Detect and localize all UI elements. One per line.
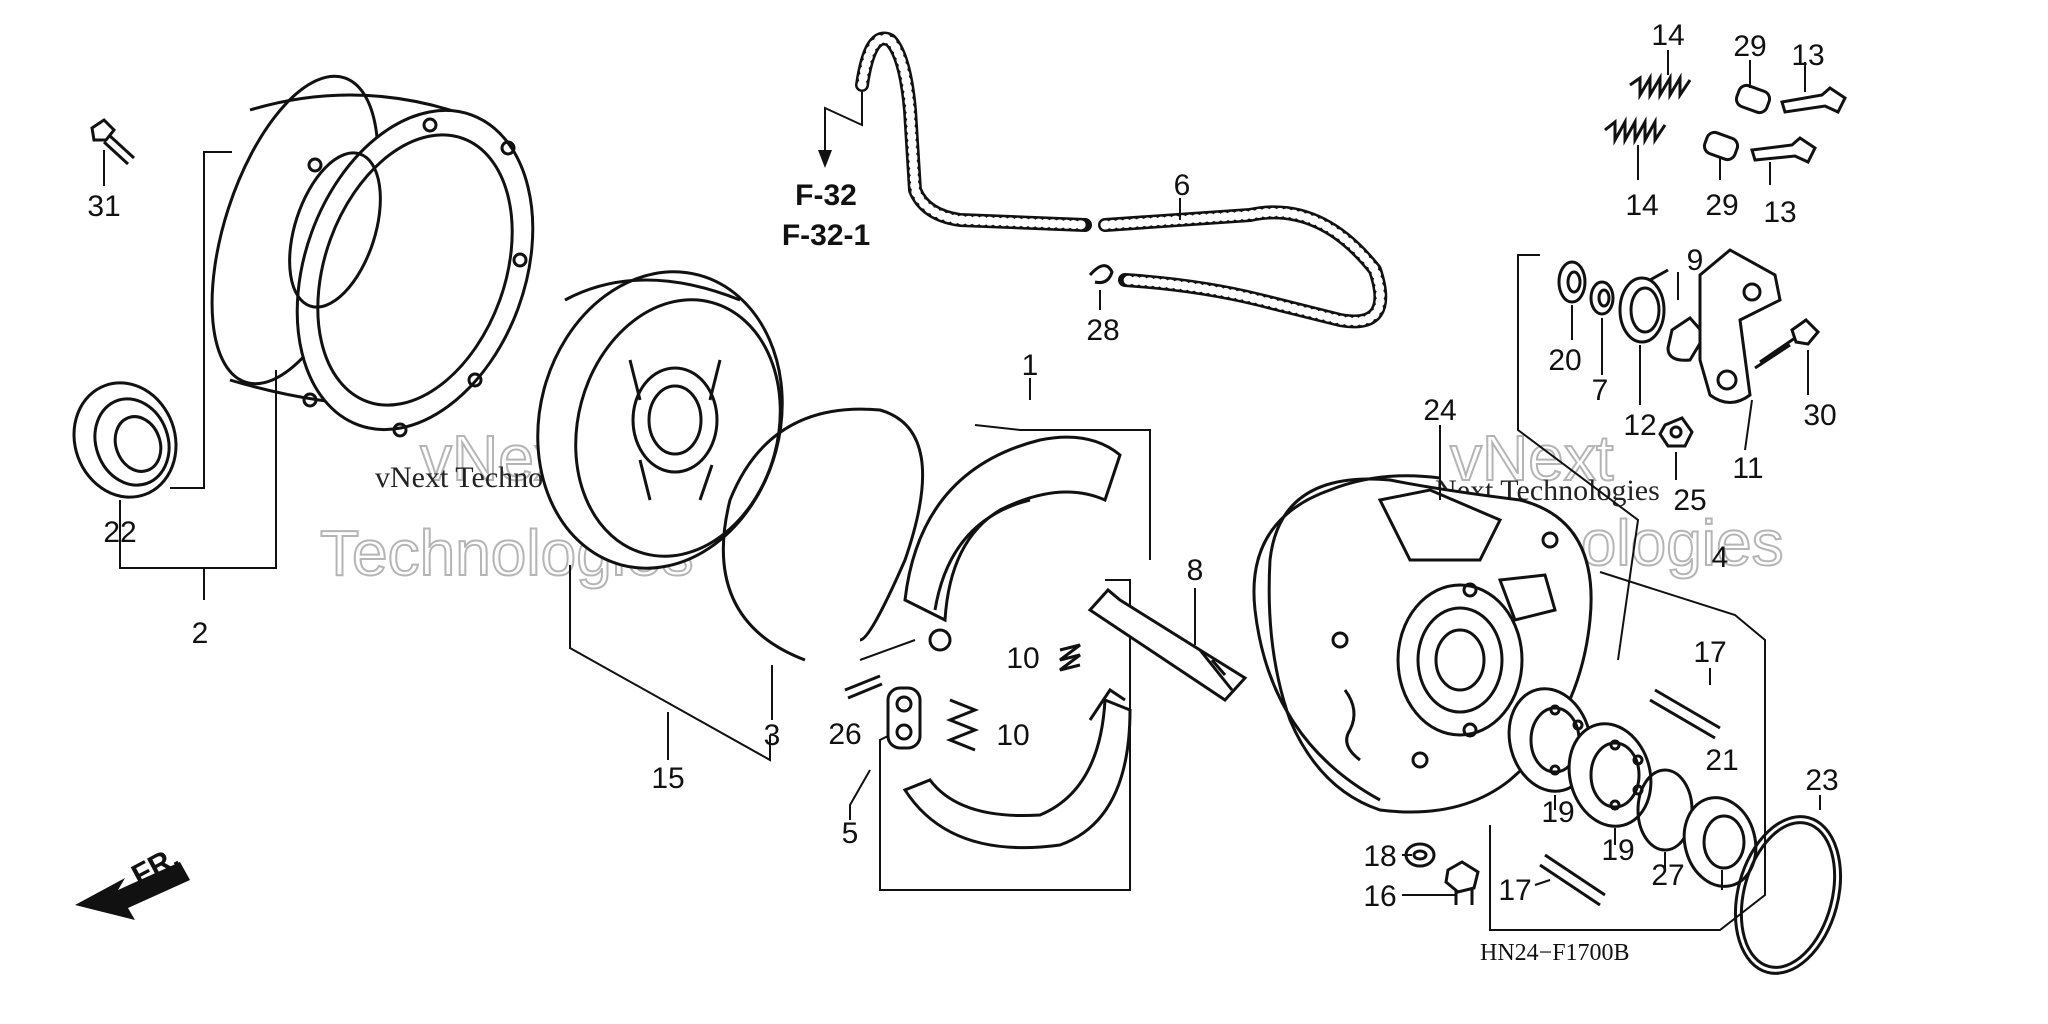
pin-13b	[1750, 136, 1817, 164]
arm-11	[1698, 248, 1782, 404]
bracket-4-top	[1517, 254, 1640, 661]
label-27: 27	[1651, 859, 1684, 892]
cam-shaft-8	[1087, 587, 1248, 702]
washer-18	[1404, 842, 1436, 868]
spring-10a	[1059, 643, 1081, 672]
pin-13a	[1780, 86, 1847, 114]
hose-6	[855, 31, 1388, 329]
leaders-top-right	[1637, 50, 1806, 185]
label-31: 31	[87, 190, 120, 223]
diagram-code: HN24−F1700B	[1480, 940, 1630, 966]
label-14a: 14	[1651, 19, 1684, 52]
collar-29b	[1702, 130, 1740, 162]
brake-shoe-upper-1	[903, 435, 1122, 652]
label-15: 15	[651, 762, 684, 795]
collar-29a	[1734, 83, 1772, 115]
ring-7	[1589, 280, 1615, 316]
label-29a: 29	[1733, 30, 1766, 63]
label-11: 11	[1732, 452, 1763, 485]
bracket-1	[879, 378, 1151, 891]
label-19a: 19	[1541, 796, 1574, 829]
ring-3	[721, 407, 924, 662]
label-3: 3	[764, 719, 781, 752]
bolt-31	[90, 118, 136, 186]
label-10b: 10	[996, 719, 1029, 752]
spring-10b	[945, 698, 980, 752]
label-1: 1	[1022, 349, 1039, 382]
label-13b: 13	[1763, 196, 1796, 229]
label-5: 5	[842, 817, 859, 850]
label-23: 23	[1805, 764, 1838, 797]
washer-20	[1557, 260, 1587, 304]
stud-17a	[1649, 688, 1721, 740]
label-25: 25	[1673, 484, 1706, 517]
part-labels: 31 2 22 15 3 1 26 5 10 10 8 6 28 24 14 2…	[87, 19, 1838, 913]
bracket-15	[569, 565, 771, 762]
nut-25	[1658, 416, 1694, 448]
spring-12	[1618, 268, 1669, 344]
label-10a: 10	[1006, 642, 1039, 675]
leaders-bottom-right	[1402, 668, 1821, 896]
label-29b: 29	[1705, 189, 1738, 222]
oring-23	[1733, 815, 1843, 975]
plate-5	[886, 686, 922, 750]
label-4: 4	[1712, 541, 1729, 574]
spring-14a	[1629, 72, 1692, 101]
bracket-4-bottom	[1489, 571, 1766, 931]
reference-arrow	[818, 92, 863, 168]
label-8: 8	[1187, 554, 1204, 587]
hub-15	[536, 270, 784, 570]
bolt-16	[1444, 860, 1480, 905]
spring-14b	[1604, 116, 1667, 146]
label-19b: 19	[1601, 834, 1634, 867]
bearing-19b	[1567, 722, 1653, 828]
pin-26	[844, 674, 883, 700]
label-14b: 14	[1625, 189, 1658, 222]
oil-seal-22	[72, 381, 178, 499]
stud-17b	[1539, 853, 1606, 907]
ref-f321: F-32-1	[782, 219, 870, 252]
label-9: 9	[1687, 244, 1704, 277]
label-26: 26	[828, 718, 861, 751]
clip-28	[1088, 264, 1114, 284]
brake-shoe-lower-1	[902, 687, 1132, 850]
label-17a: 17	[1693, 636, 1726, 669]
seal-21	[1682, 796, 1758, 888]
label-12: 12	[1623, 409, 1656, 442]
label-21: 21	[1705, 744, 1738, 777]
bolt-30	[1754, 318, 1821, 370]
label-17b: 17	[1498, 874, 1531, 907]
label-22: 22	[103, 516, 136, 549]
leaders-mid-right	[1571, 272, 1809, 480]
label-20: 20	[1548, 344, 1581, 377]
label-2: 2	[192, 617, 209, 650]
label-30: 30	[1803, 399, 1836, 432]
ref-f32: F-32	[795, 179, 857, 212]
front-direction-arrow: FR.	[75, 841, 190, 920]
label-24: 24	[1423, 394, 1456, 427]
brake-drum-2	[210, 74, 535, 438]
label-7: 7	[1592, 374, 1609, 407]
label-18: 18	[1363, 840, 1396, 873]
label-28: 28	[1086, 314, 1119, 347]
bracket-5	[849, 639, 916, 820]
label-13a: 13	[1791, 39, 1824, 72]
label-6: 6	[1174, 169, 1191, 202]
label-16: 16	[1363, 880, 1396, 913]
